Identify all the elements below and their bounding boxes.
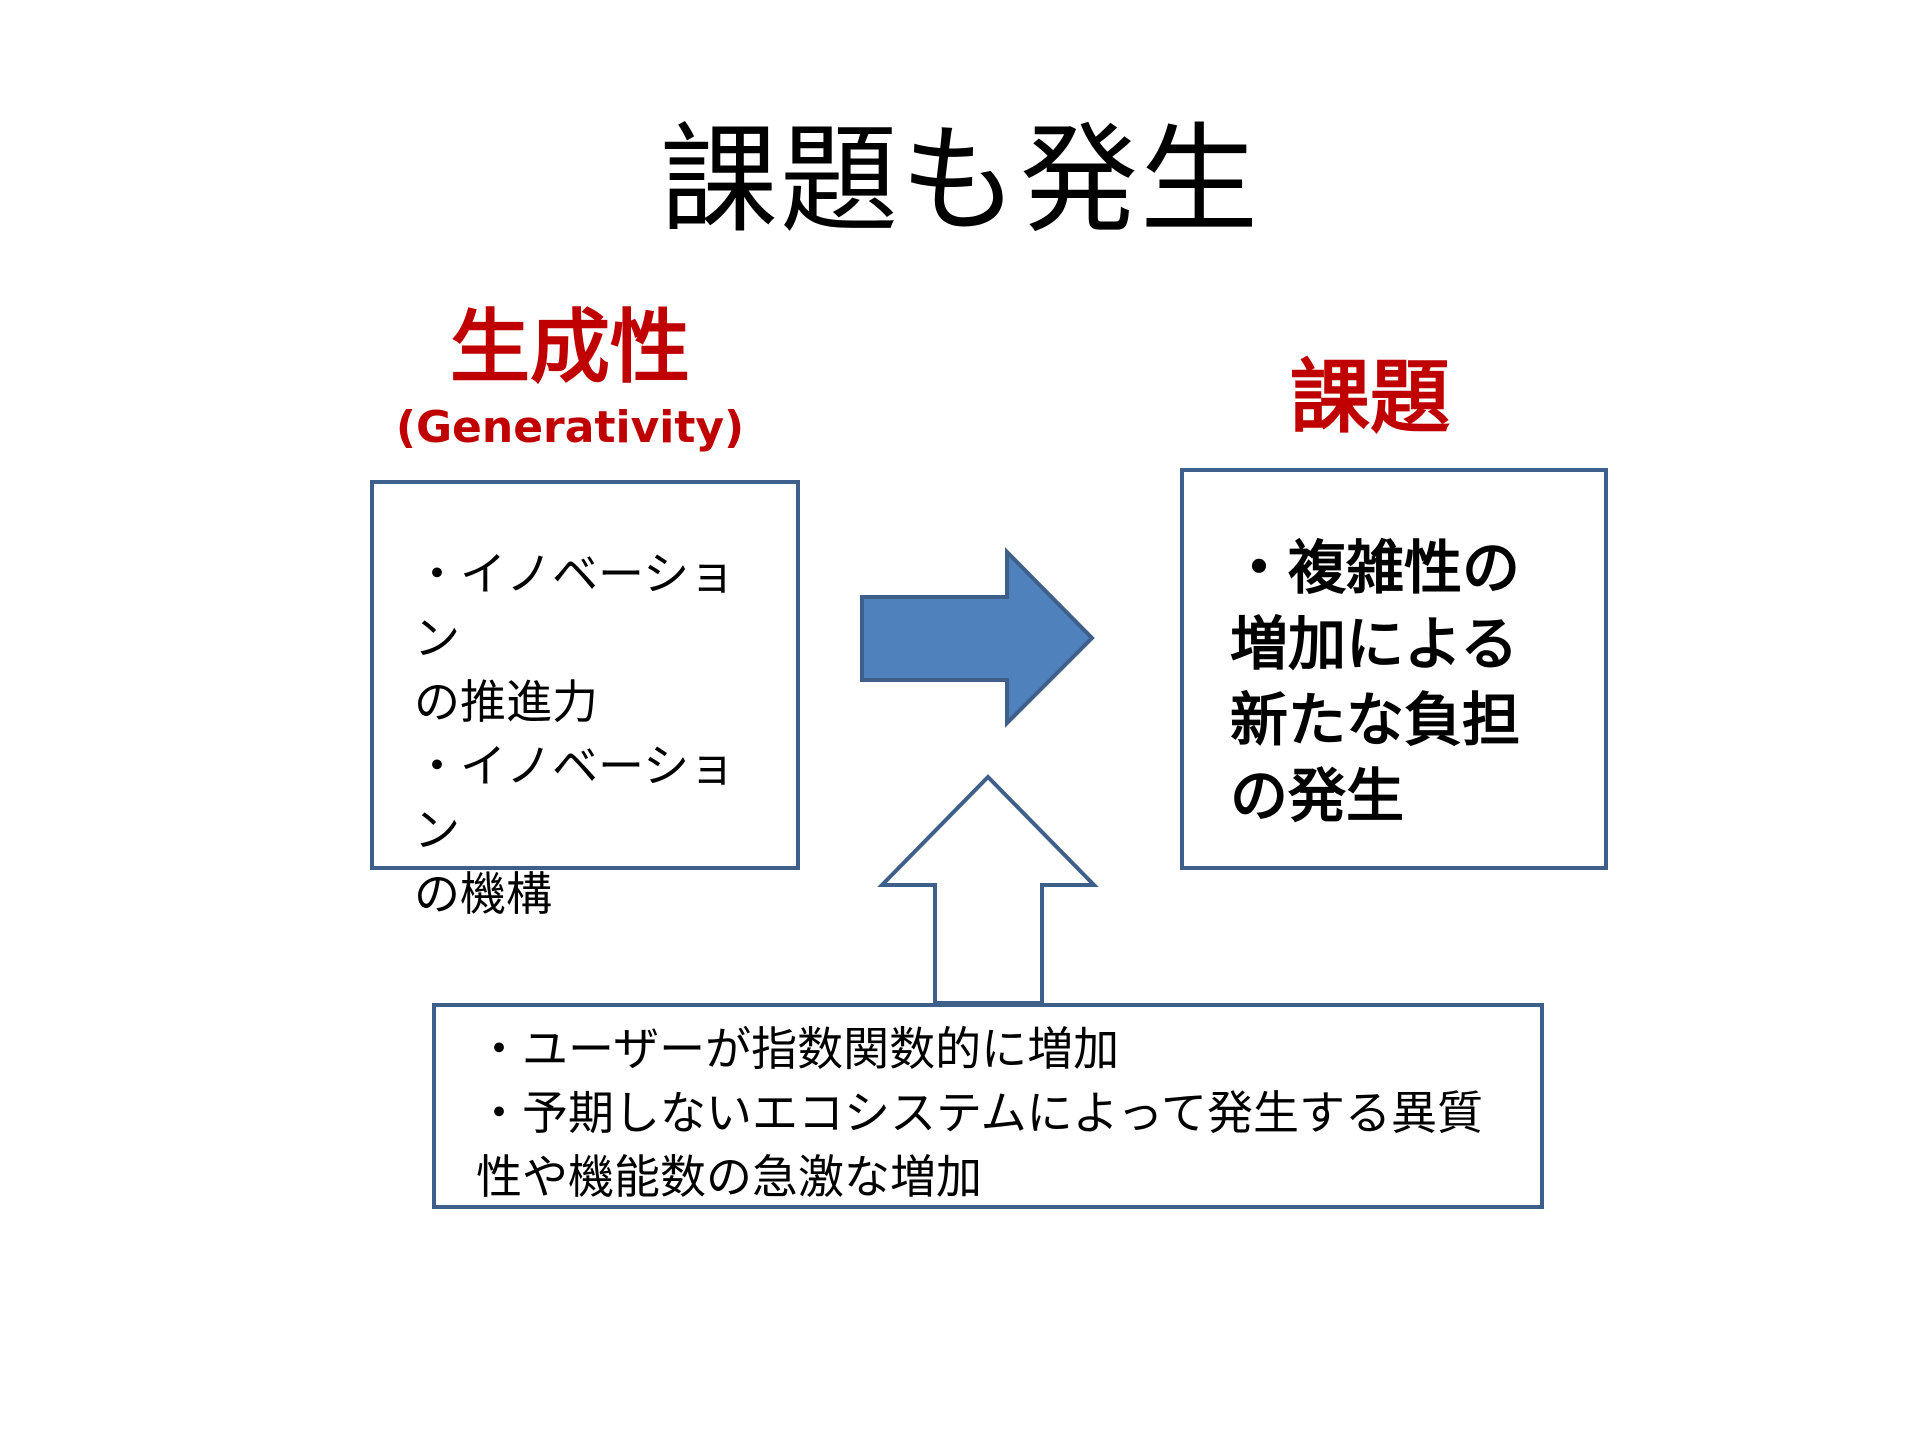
generativity-subheading: (Generativity) — [395, 402, 745, 453]
generativity-line: の機構 — [414, 867, 552, 921]
generativity-line: ・イノベーション — [414, 547, 736, 665]
generativity-heading: 生成性 — [450, 301, 690, 394]
causes-line: ・予期しないエコシステムによって発生する異質 — [476, 1086, 1483, 1140]
causes-box: ・ユーザーが指数関数的に増加 ・予期しないエコシステムによって発生する異質 性や… — [432, 1003, 1544, 1209]
issues-box: ・複雑性の 増加による 新たな負担 の発生 — [1180, 468, 1608, 870]
up-arrow-icon — [877, 774, 1099, 1005]
generativity-box: ・イノベーション の推進力 ・イノベーション の機構 — [370, 480, 800, 921]
issues-line: の発生 — [1230, 762, 1405, 830]
causes-line: ・ユーザーが指数関数的に増加 — [476, 1022, 1120, 1076]
issues-heading: 課題 — [1290, 351, 1450, 444]
right-arrow-icon — [860, 547, 1095, 728]
causes-line: 性や機能数の急激な増加 — [476, 1150, 982, 1204]
issues-line: 新たな負担 — [1230, 686, 1521, 754]
generativity-line: の推進力 — [414, 675, 598, 729]
issues-line: ・複雑性の — [1230, 534, 1521, 602]
slide-title: 課題も発生 — [659, 111, 1260, 249]
issues-line: 増加による — [1230, 610, 1519, 678]
generativity-line: ・イノベーション — [414, 739, 736, 857]
